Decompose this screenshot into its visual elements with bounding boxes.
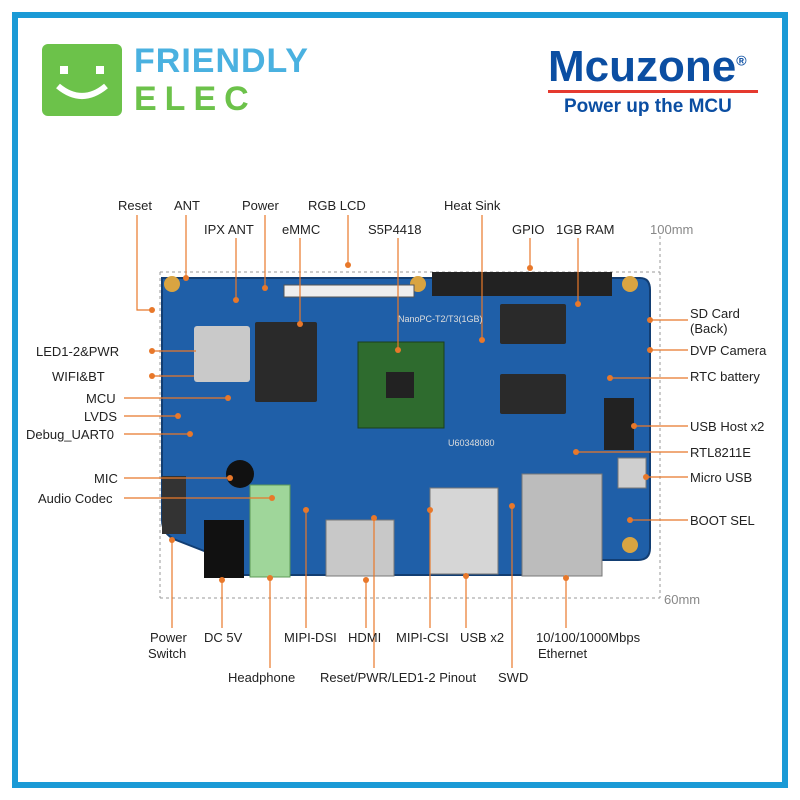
label-reset: Reset [118, 198, 152, 213]
label-swd: SWD [498, 670, 529, 685]
label-rtc-battery: RTC battery [690, 369, 760, 384]
label-heat-sink: Heat Sink [444, 198, 501, 213]
gpio-header [432, 272, 612, 296]
label-wifi-bt: WIFI&BT [52, 369, 105, 384]
height-dimension-label: 60mm [664, 592, 701, 607]
label-usb-host-x2: USB Host x2 [690, 419, 765, 434]
brand-underline [548, 90, 758, 93]
label-dc5v: DC 5V [204, 630, 243, 645]
label-mcu: MCU [86, 391, 116, 406]
brand-left-line1: FRIENDLY [134, 42, 309, 80]
label-ram: 1GB RAM [556, 222, 615, 237]
brand-right-tagline: Power up the MCU [564, 96, 732, 117]
label-mic: MIC [94, 471, 118, 486]
label-ipx-ant: IPX ANT [204, 222, 254, 237]
board-serial: U60348080 [448, 438, 495, 448]
label-s5p4418: S5P4418 [368, 222, 422, 237]
leader-dots [149, 262, 653, 583]
brand-left-line2: ELEC [134, 80, 257, 118]
brand-right-name: Mcuzone® [548, 42, 747, 91]
label-dvp-camera: DVP Camera [690, 343, 767, 358]
label-led-pwr: LED1-2&PWR [36, 344, 120, 359]
label-headphone: Headphone [228, 670, 296, 685]
label-usb-x2: USB x2 [460, 630, 505, 645]
label-mipi-csi: MIPI-CSI [396, 630, 449, 645]
label-power: Power [242, 198, 279, 213]
label-power-switch-1: Power [150, 630, 187, 645]
label-reset-pinout: Reset/PWR/LED1-2 Pinout [320, 670, 477, 685]
friendlyelec-logo-icon [42, 44, 122, 116]
label-debug-uart: Debug_UART0 [26, 427, 114, 442]
label-sd-card: SD Card [690, 306, 740, 321]
label-emmc: eMMC [282, 222, 321, 237]
label-ethernet-1: 10/100/1000Mbps [536, 630, 641, 645]
label-ant: ANT [174, 198, 200, 213]
label-lvds: LVDS [84, 409, 117, 424]
label-micro-usb: Micro USB [690, 470, 753, 485]
label-audio-codec: Audio Codec [38, 491, 113, 506]
label-power-switch-2: Switch [148, 646, 187, 661]
label-rtl8211e: RTL8211E [690, 445, 751, 460]
label-ethernet-2: Ethernet [538, 646, 588, 661]
label-gpio: GPIO [512, 222, 545, 237]
label-boot-sel: BOOT SEL [690, 513, 755, 528]
board-silkscreen: NanoPC-T2/T3(1GB) [398, 314, 483, 324]
label-mipi-dsi: MIPI-DSI [284, 630, 337, 645]
label-rgb-lcd: RGB LCD [308, 198, 366, 213]
width-dimension-label: 100mm [650, 222, 694, 237]
label-hdmi: HDMI [348, 630, 382, 645]
leader-lines [124, 215, 688, 668]
label-sd-card-back: (Back) [690, 321, 728, 336]
